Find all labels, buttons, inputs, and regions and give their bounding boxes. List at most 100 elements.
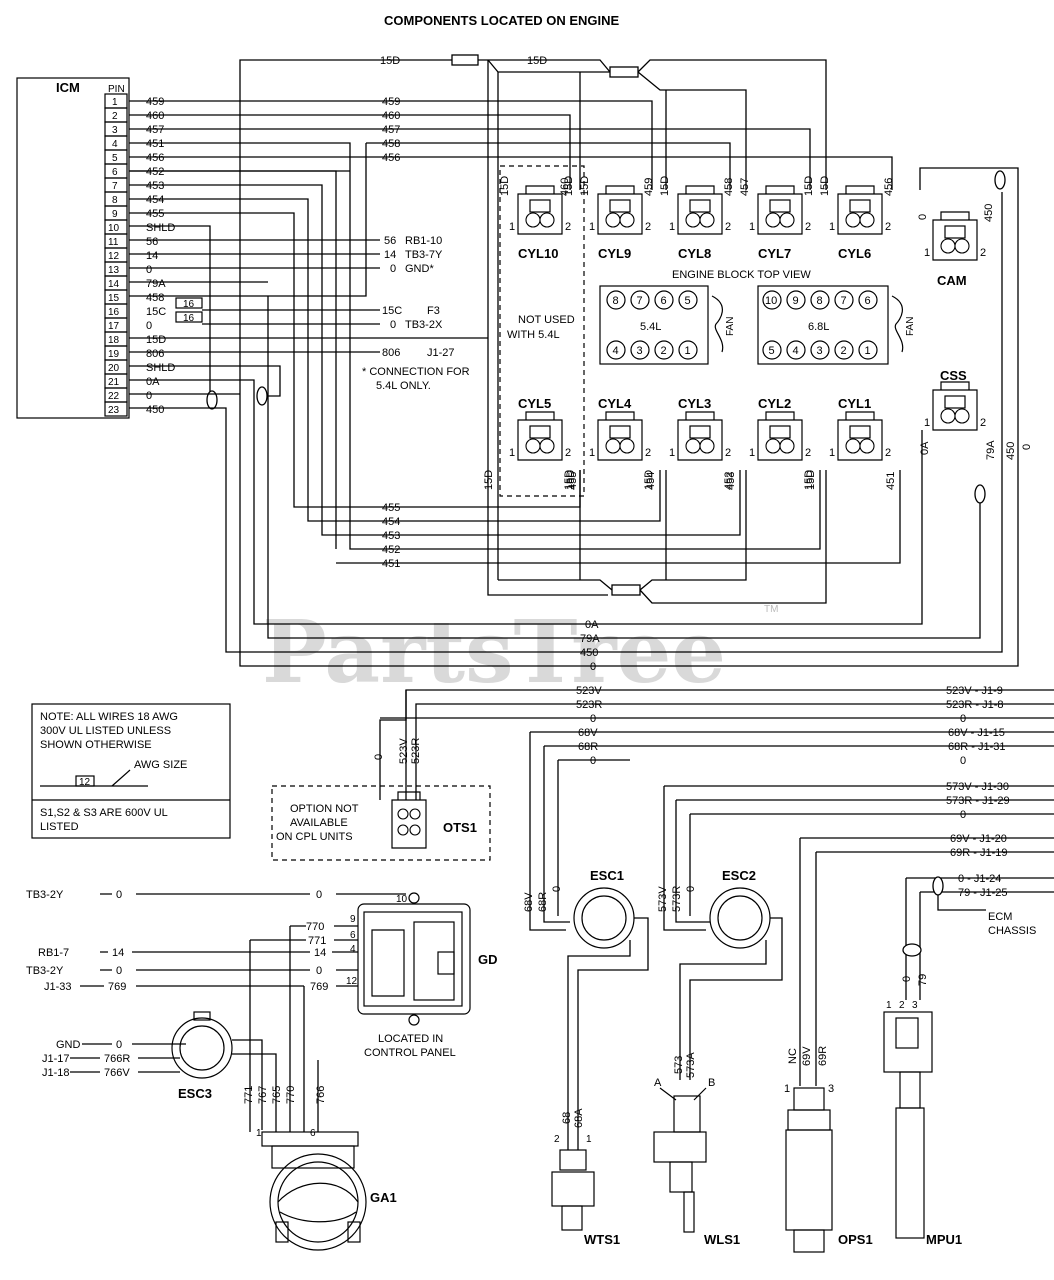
esc3-label: ESC3 (178, 1086, 212, 1101)
wls1-pin: B (708, 1077, 715, 1089)
icm-pin-number: 3 (112, 125, 118, 136)
wire-dest: TB3-7Y (405, 249, 443, 261)
awg-label: AWG SIZE (134, 759, 187, 771)
esc3-speed-control: ESC3 GND 0 J1-17 766R J1-18 766V 771 767… (42, 926, 327, 1132)
wire-dest: 69R - J1-19 (950, 847, 1007, 859)
connector-pin (765, 212, 781, 228)
icm-pin-wire: 0 (146, 320, 152, 332)
mpu1-pin: 3 (912, 1000, 918, 1011)
connector-key (689, 199, 711, 213)
wire-label: 15D (803, 470, 815, 490)
connector-body (757, 419, 803, 461)
wire-label: 456 (883, 178, 895, 196)
connector-pin (539, 212, 555, 228)
wire-dest: 523R - J1-8 (946, 699, 1003, 711)
cylinder-position (678, 340, 698, 360)
cylinder-position-number: 8 (613, 295, 619, 307)
wire-dest: TB3-2X (405, 319, 443, 331)
gd-pin: 6 (350, 930, 356, 941)
note-box: NOTE: ALL WIRES 18 AWG 300V UL LISTED UN… (31, 703, 231, 839)
wire-label: 0 (373, 754, 385, 760)
wire-label: 0 (590, 661, 596, 673)
icm-to-cyl-wires: 459 460 457 458 456 455 454 453 452 451 (129, 96, 901, 570)
wire-label: 770 (306, 921, 324, 933)
pin-number: 1 (509, 447, 515, 459)
icm-pin-wire: 452 (146, 166, 164, 178)
connector-key (849, 199, 871, 213)
wire-label: 68 (561, 1112, 573, 1124)
icm-pin-number: 22 (108, 391, 120, 402)
wire-label: 573 (673, 1056, 685, 1074)
connector-body (677, 419, 723, 461)
wire-label: 0 (901, 976, 913, 982)
wire-label: 68V (523, 892, 535, 912)
pin-number: 2 (980, 247, 986, 259)
note-line: S1,S2 & S3 ARE 600V UL (40, 807, 168, 819)
wire-label: 450 (983, 204, 995, 222)
connector-pin (954, 408, 970, 424)
gd-pin: 12 (346, 976, 358, 987)
cylinder-position-number: 4 (613, 345, 619, 357)
cylinder-label: CYL10 (518, 246, 558, 261)
wire-label: 0 (1021, 444, 1033, 450)
cylinder-label: CYL1 (838, 396, 871, 411)
gd-pin: 4 (350, 944, 356, 955)
icm-pin-number: 20 (108, 363, 120, 374)
esc3-src: J1-18 (42, 1067, 70, 1079)
icm-pin-wire: 459 (146, 96, 164, 108)
pin-number: 2 (725, 447, 731, 459)
splice (609, 66, 639, 78)
wire-dest: 69V - J1-20 (950, 833, 1007, 845)
esc3-connector (171, 1017, 233, 1079)
shield-ellipse (206, 390, 218, 410)
cylinder-position (606, 290, 626, 310)
cylinder-position-number: 1 (865, 345, 871, 357)
wire-label: 79A (985, 440, 997, 460)
pin-number: 2 (645, 447, 651, 459)
cylinder-position (654, 290, 674, 310)
wire-label: 766V (104, 1067, 130, 1079)
wire-label: 15D (563, 470, 575, 490)
wire-label: 68V (578, 727, 598, 739)
connector-pin (940, 408, 956, 424)
cylinder-position-number: 5 (769, 345, 775, 357)
connector-pin (539, 438, 555, 454)
wire-label: 15D (819, 176, 831, 196)
watermark-tm: TM (764, 604, 778, 615)
connector-body (932, 219, 978, 261)
connector-pin (605, 438, 621, 454)
connector-key (769, 425, 791, 439)
connector-latch (525, 185, 555, 194)
wire-label: 454 (382, 516, 400, 528)
wire-label: 15D (805, 470, 817, 490)
cylinder-position-number: 6 (661, 295, 667, 307)
wts1-pin: 1 (586, 1134, 592, 1145)
wire-label: 766R (104, 1053, 130, 1065)
wire-label: 68R (537, 892, 549, 912)
ga1-throttle-body (269, 1153, 367, 1251)
connector-pin (954, 238, 970, 254)
gd-src: RB1-7 (38, 947, 69, 959)
not-used-label: WITH 5.4L (507, 329, 560, 341)
pin-number: 1 (924, 247, 930, 259)
fan-icon (711, 295, 724, 353)
pin-number: 1 (669, 221, 675, 233)
wire-label: 457 (382, 124, 400, 136)
top-bus: 15D 15D (239, 54, 827, 596)
ots-note: OPTION NOT (290, 803, 359, 815)
wire-label: 523V (398, 738, 410, 764)
cylinder-position-number: 10 (765, 295, 777, 307)
note-line: SHOWN OTHERWISE (40, 739, 152, 751)
icm-pin-number: 6 (112, 167, 118, 178)
connector-pin (779, 438, 795, 454)
wire-label: 0 (551, 886, 563, 892)
gauge-tag (175, 297, 203, 309)
wire-label: 14 (112, 947, 124, 959)
block-outline (599, 285, 709, 365)
icm-pin-wire: 458 (146, 292, 164, 304)
